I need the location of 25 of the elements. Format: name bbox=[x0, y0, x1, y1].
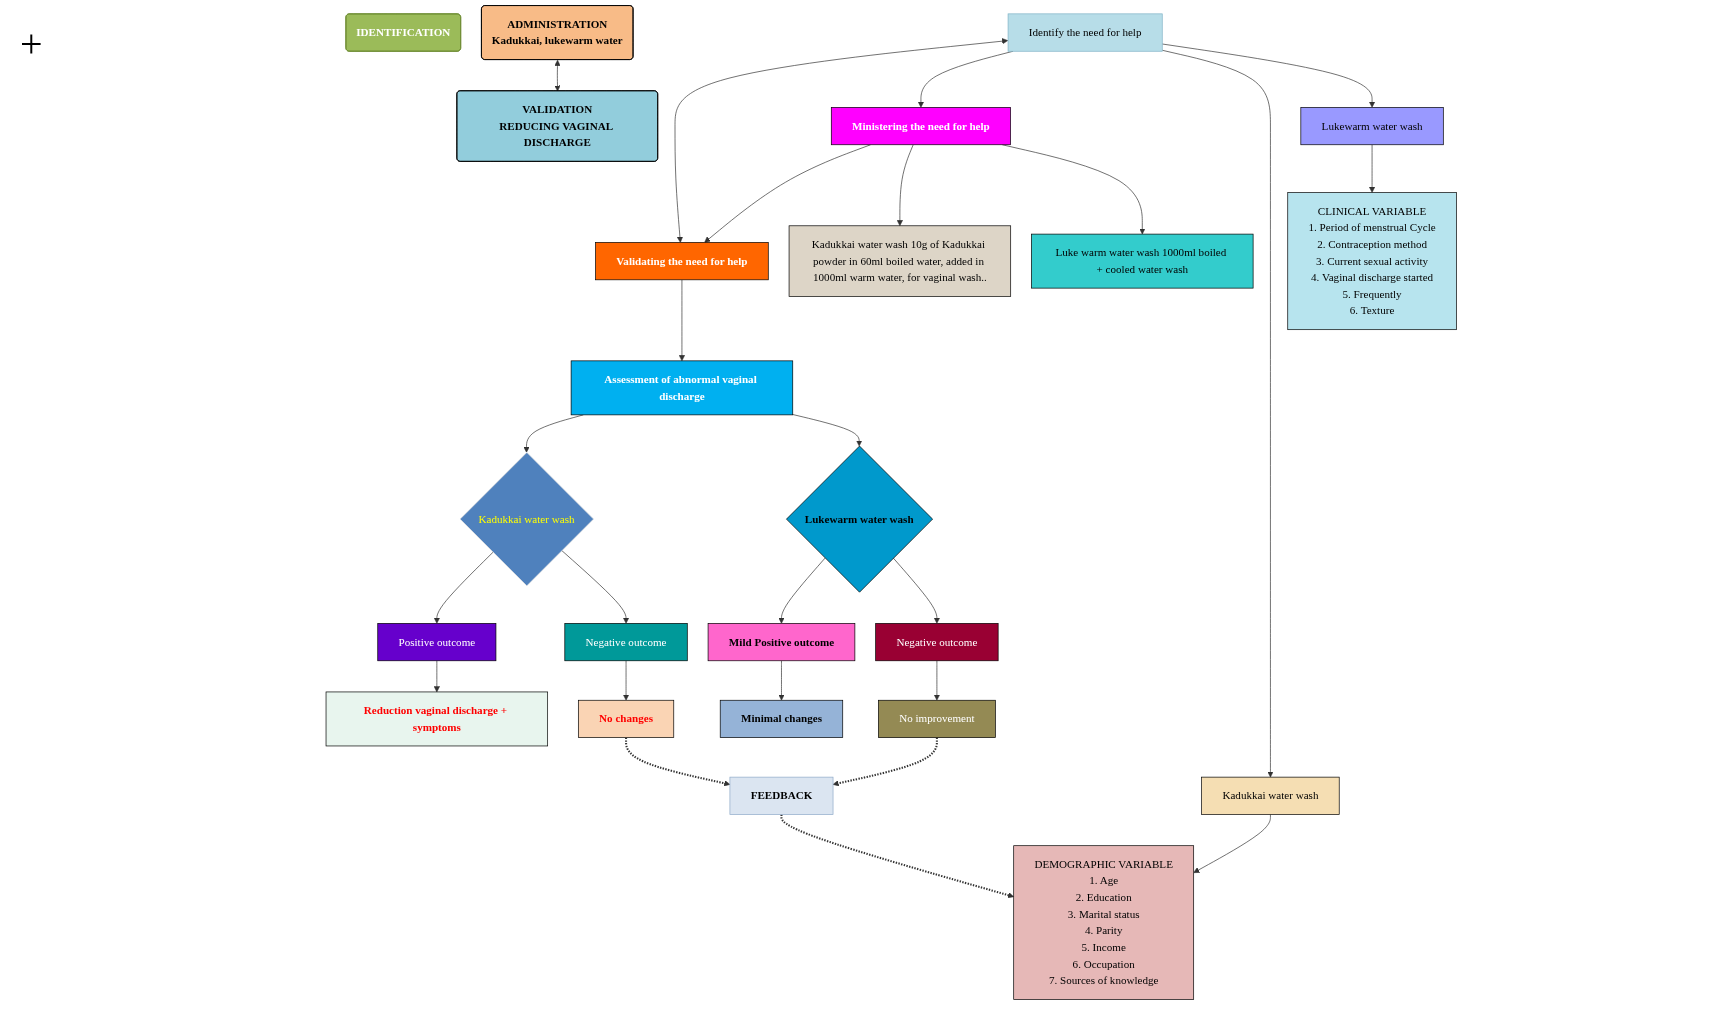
node-diamond: Lukewarm water wash bbox=[785, 445, 933, 593]
node-diamond: Kadukkai water wash bbox=[459, 452, 594, 587]
node-box: Ministering the need for help bbox=[830, 107, 1011, 146]
arrow bbox=[780, 814, 1014, 899]
node-box: No improvement bbox=[877, 699, 996, 738]
node-box: Assessment of abnormal vaginal discharge bbox=[570, 360, 793, 416]
node-box: No changes bbox=[577, 699, 674, 738]
node-box: Validating the need for help bbox=[594, 242, 769, 281]
node-box: Minimal changes bbox=[719, 699, 843, 738]
node-box: Negative outcome bbox=[874, 623, 999, 662]
node-box: Negative outcome bbox=[564, 623, 688, 662]
node-box: Positive outcome bbox=[376, 623, 496, 662]
node-box: CLINICAL VARIABLE 1. Period of menstrual Cycle 2. Contraception method 3. Current sexual activity 4. Vaginal discharge started 5. Frequently 6. Texture bbox=[1286, 192, 1457, 331]
node-box: Kadukkai water wash 10g of Kadukkai powder in 60ml boiled water, added in 1000ml warm water, for vaginal wash.. bbox=[788, 225, 1011, 297]
node-box: Reduction vaginal discharge + symptoms bbox=[325, 691, 548, 747]
node-box: Mild Positive outcome bbox=[707, 623, 855, 662]
node-box: DEMOGRAPHIC VARIABLE 1. Age 2. Education 3. Marital status 4. Parity 5. Income 6. Occupation 7. Sources of knowledge bbox=[1012, 845, 1194, 1000]
arrow bbox=[624, 737, 730, 787]
node-box: Kadukkai water wash bbox=[1200, 776, 1340, 815]
node-box: Luke warm water wash 1000ml boiled + cooled water wash bbox=[1030, 233, 1254, 289]
node-box: FEEDBACK bbox=[729, 776, 833, 815]
node-box: Lukewarm water wash bbox=[1300, 107, 1444, 146]
node-box: Identify the need for help bbox=[1007, 13, 1163, 52]
arrow bbox=[832, 737, 938, 787]
plus-sign: + bbox=[20, 20, 43, 67]
